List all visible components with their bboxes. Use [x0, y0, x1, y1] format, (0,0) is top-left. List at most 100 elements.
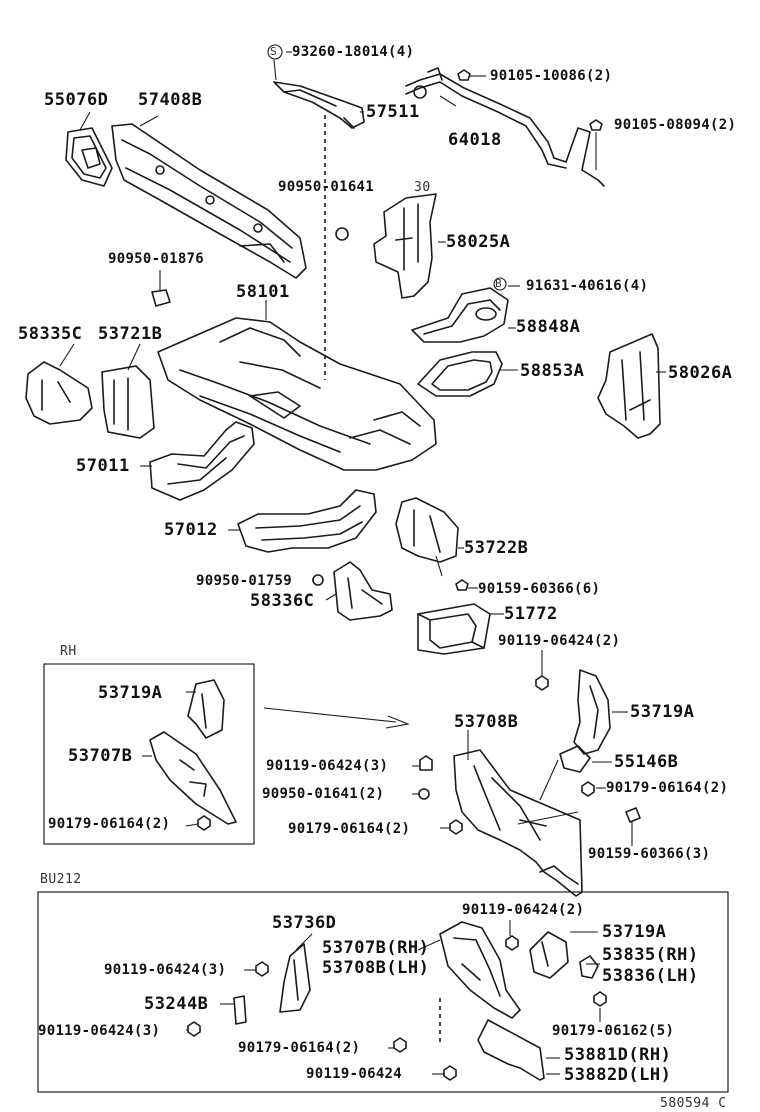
label-90179e: 90179-06164(2) [238, 1040, 361, 1056]
label-90179b: 90179-06164(2) [288, 821, 411, 837]
arrow-head-icon [385, 715, 410, 729]
nut-bu-90119e-icon [187, 1021, 201, 1037]
label-90179d: 90179-06162(5) [552, 1023, 675, 1039]
label-53707B-rh-bu: 53707B(RH) [322, 938, 430, 958]
label-57012: 57012 [164, 520, 218, 540]
label-90119a: 90119-06424(2) [498, 633, 621, 649]
label-90950c: 90950-01759 [196, 573, 293, 589]
label-90119d: 90119-06424(3) [104, 962, 227, 978]
label-64018: 64018 [448, 130, 502, 150]
part-58335C [25, 361, 93, 425]
label-90119b: 90119-06424(3) [266, 758, 389, 774]
label-55076D: 55076D [44, 90, 109, 110]
label-90119f: 90119-06424 [306, 1066, 403, 1082]
label-90119c: 90119-06424(2) [462, 902, 585, 918]
label-53835: 53835(RH) [602, 945, 699, 965]
part-58101-floor-pan [157, 317, 437, 471]
part-58853A [417, 351, 503, 397]
part-64018 [405, 67, 605, 187]
part-58336C [333, 561, 393, 621]
label-55146B: 55146B [614, 752, 679, 772]
nut-bu-90179d-icon [593, 991, 607, 1007]
nut-bu-90119c-icon [505, 935, 519, 951]
grommet-90950-01759-icon [312, 574, 324, 586]
label-58848A: 58848A [516, 317, 581, 337]
part-51772 [417, 603, 491, 655]
b-marker-label: B [495, 277, 503, 290]
label-58026A: 58026A [668, 363, 733, 383]
part-57012 [237, 489, 377, 553]
label-90179a: 90179-06164(2) [606, 780, 729, 796]
label-91631: 91631-40616(4) [526, 278, 649, 294]
b-marker-icon [493, 277, 507, 291]
s-marker-icon [267, 44, 283, 60]
nut-90179c-icon [197, 815, 211, 831]
nut-bu-90179e-icon [393, 1037, 407, 1053]
label-58335C: 58335C [18, 324, 83, 344]
fastener-90119b-icon [419, 755, 433, 771]
part-58026A [597, 333, 661, 439]
part-53244B [233, 995, 247, 1025]
label-51772: 51772 [504, 604, 558, 624]
screw-90105b-icon [589, 119, 603, 131]
part-53736D [279, 943, 311, 1013]
rh-group-box [43, 663, 255, 845]
label-53719A-right: 53719A [630, 702, 695, 722]
part-53719A-rh [187, 679, 225, 739]
part-57011 [149, 421, 255, 501]
label-90159b: 90159-60366(3) [588, 846, 711, 862]
label-57408B: 57408B [138, 90, 203, 110]
nut-90179a-icon [581, 781, 595, 797]
label-53836: 53836(LH) [602, 966, 699, 986]
label-90950d: 90950-01641(2) [262, 786, 385, 802]
part-53719A-right [573, 669, 611, 755]
part-58025A [373, 193, 437, 299]
label-90119e: 90119-06424(3) [38, 1023, 161, 1039]
label-53244B: 53244B [144, 994, 209, 1014]
label-58101: 58101 [236, 282, 290, 302]
label-90105b: 90105-08094(2) [614, 117, 737, 133]
clip-90950-01876-icon [151, 289, 171, 307]
part-55146B [559, 745, 591, 773]
screw-90159b-icon [625, 807, 641, 823]
label-53736D: 53736D [272, 913, 337, 933]
rh-group-title: RH [60, 644, 77, 659]
part-53722B [395, 497, 459, 563]
part-57408B [111, 123, 307, 279]
grommet-90950d-icon [418, 788, 430, 800]
arrow-line [263, 707, 397, 723]
screw-90159a-icon [455, 579, 469, 591]
screw-90105a-icon [457, 69, 471, 81]
label-53719A-rh: 53719A [98, 683, 163, 703]
label-53719A-bu: 53719A [602, 922, 667, 942]
label-57511: 57511 [366, 102, 420, 122]
part-53708B-main [453, 749, 583, 897]
label-90159a: 90159-60366(6) [478, 581, 601, 597]
nut-90179b-icon [449, 819, 463, 835]
label-90950b: 90950-01876 [108, 251, 205, 267]
label-58853A: 58853A [520, 361, 585, 381]
label-53708B-lh-bu: 53708B(LH) [322, 958, 430, 978]
part-58848A [411, 287, 509, 343]
label-90950a: 90950-01641 [278, 179, 375, 195]
part-53721B [101, 365, 155, 439]
leader-lines [59, 51, 666, 1075]
part-53719A-bu [529, 931, 569, 979]
nut-bu-90119d-icon [255, 961, 269, 977]
label-53881D: 53881D(RH) [564, 1045, 672, 1065]
grommet-90950-01641-icon [335, 227, 349, 241]
label-30: 30 [414, 180, 431, 195]
bu212-group-title: BU212 [40, 872, 82, 887]
part-55076D [65, 127, 113, 187]
label-53722B: 53722B [464, 538, 529, 558]
part-53707B-53708B-bu [439, 921, 521, 1019]
label-53882D: 53882D(LH) [564, 1065, 672, 1085]
label-58336C: 58336C [250, 591, 315, 611]
label-53707B-rh: 53707B [68, 746, 133, 766]
label-90179c: 90179-06164(2) [48, 816, 171, 832]
label-53721B: 53721B [98, 324, 163, 344]
part-57511 [273, 81, 365, 129]
diagram-code: 580594 C [660, 1096, 727, 1111]
